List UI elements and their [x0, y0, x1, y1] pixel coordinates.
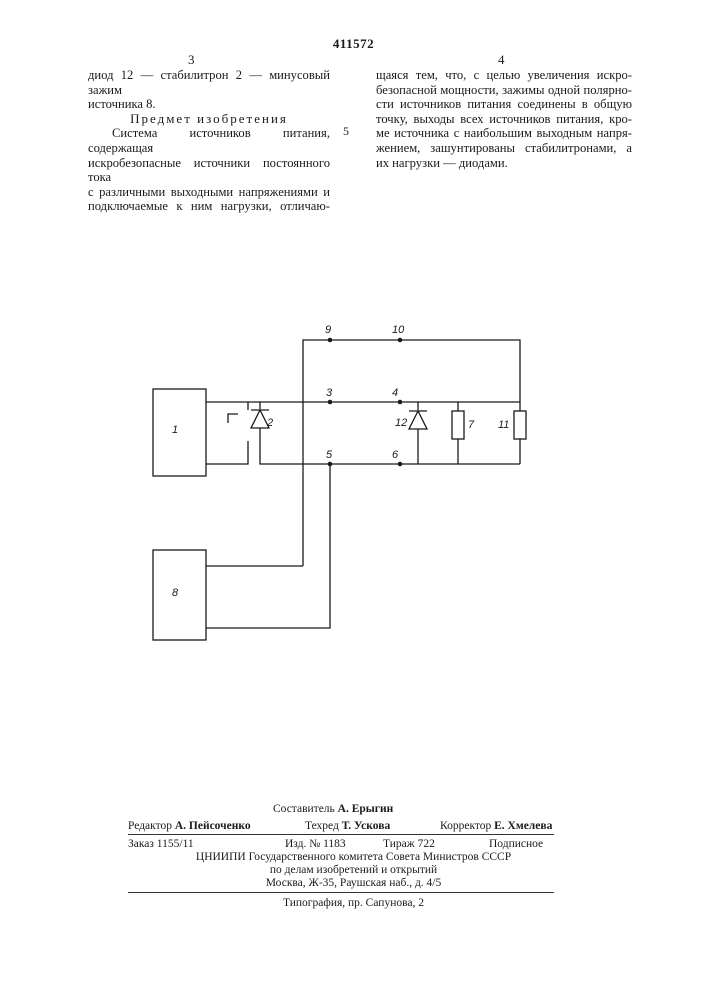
divider — [128, 892, 554, 893]
label-node-9: 9 — [325, 324, 331, 336]
power-source-8-block — [153, 550, 206, 640]
junction-dot — [398, 400, 403, 405]
divider — [128, 834, 554, 835]
zener-symbol-mark — [228, 414, 238, 423]
techred-name: Т. Ускова — [342, 820, 390, 832]
wire-block1-minus — [206, 441, 248, 464]
label-node-3: 3 — [326, 387, 333, 399]
label-block-1: 1 — [172, 424, 178, 436]
wire-block8-minus — [206, 464, 330, 628]
label-block-8: 8 — [172, 587, 179, 599]
load-7-resistor — [452, 411, 464, 439]
junction-dot — [398, 338, 403, 343]
label-node-4: 4 — [392, 387, 398, 399]
editor-label: Редактор — [128, 820, 172, 832]
publisher-address: Москва, Ж-35, Раушская наб., д. 4/5 — [0, 877, 707, 890]
subscription: Подписное — [489, 838, 543, 851]
label-zener-2: 2 — [266, 417, 273, 429]
power-source-1-block — [153, 389, 206, 476]
techred-label: Техред — [305, 820, 339, 832]
junction-dot — [328, 400, 333, 405]
junction-dot — [328, 462, 333, 467]
corrector-name: Е. Хмелева — [494, 820, 552, 832]
circulation: Тираж 722 — [383, 838, 435, 851]
compiler-label: Составитель — [273, 803, 335, 815]
techred-line: Техред Т. Ускова — [305, 820, 390, 833]
corrector-label: Корректор — [440, 820, 491, 832]
zener-diode-12 — [409, 411, 427, 434]
publisher-line-1: ЦНИИПИ Государственного комитета Совета … — [0, 851, 707, 864]
label-node-6: 6 — [392, 449, 399, 461]
printer-line: Типография, пр. Сапунова, 2 — [0, 897, 707, 910]
publisher-line-2: по делам изобретений и открытий — [0, 864, 707, 877]
label-load-11: 11 — [498, 419, 509, 431]
label-node-10: 10 — [392, 324, 405, 336]
editor-line: Редактор А. Пейсоченко — [128, 820, 251, 833]
wire-outer-loop — [303, 340, 520, 566]
label-diode-12: 12 — [395, 417, 407, 429]
editor-name: А. Пейсоченко — [175, 820, 251, 832]
edition-number: Изд. № 1183 — [285, 838, 346, 851]
label-node-5: 5 — [326, 449, 333, 461]
label-load-7: 7 — [468, 419, 475, 431]
order-number: Заказ 1155/11 — [128, 838, 194, 851]
load-11-resistor — [514, 411, 526, 439]
compiler-name: А. Ерыгин — [338, 803, 394, 815]
compiler-line: Составитель А. Ерыгин — [273, 803, 393, 816]
corrector-line: Корректор Е. Хмелева — [440, 820, 552, 833]
junction-dot — [398, 462, 403, 467]
junction-dot — [328, 338, 333, 343]
